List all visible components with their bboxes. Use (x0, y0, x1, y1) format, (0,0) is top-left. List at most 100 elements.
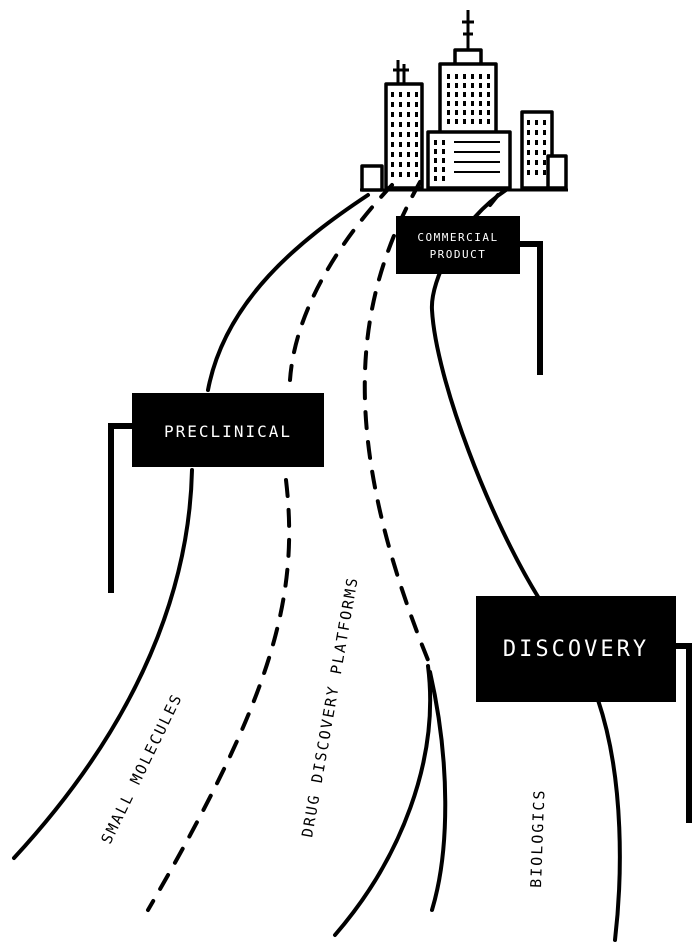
building-window (455, 92, 458, 97)
lane-divider-small-molecules-lower (146, 478, 292, 912)
building-window (447, 101, 450, 106)
building-window (442, 167, 445, 172)
building-window (471, 119, 474, 124)
building-window (407, 152, 410, 157)
building-window (407, 162, 410, 167)
building-window (415, 112, 418, 117)
building-window (391, 152, 394, 157)
building-window (471, 92, 474, 97)
building-window (527, 170, 530, 175)
commercial-sign-line1: COMMERCIAL (417, 231, 498, 244)
building-window (527, 130, 530, 135)
building-window (463, 101, 466, 106)
building-window (527, 150, 530, 155)
building-window (487, 119, 490, 124)
building-window (479, 74, 482, 79)
building-window (543, 160, 546, 165)
building-window (442, 158, 445, 163)
building-window (455, 110, 458, 115)
preclinical-sign: PRECLINICAL (108, 393, 324, 593)
building-window (399, 152, 402, 157)
building-window (434, 176, 437, 181)
building-window (463, 119, 466, 124)
road-label-drug-discovery-platforms: DRUG DISCOVERY PLATFORMS (298, 575, 362, 839)
building-window (407, 122, 410, 127)
building-window (535, 160, 538, 165)
lane-divider-platforms (362, 180, 432, 667)
road-label-biologics: BIOLOGICS (527, 788, 548, 888)
building-window (407, 132, 410, 137)
building-window (463, 92, 466, 97)
building-window (535, 150, 538, 155)
building-window (535, 120, 538, 125)
building-window (415, 172, 418, 177)
building-window (455, 119, 458, 124)
road-biologics-left-edge (333, 664, 433, 937)
building-window (543, 120, 546, 125)
building-window (391, 162, 394, 167)
building-window (447, 74, 450, 79)
building-window (399, 162, 402, 167)
commercial-product-sign: COMMERCIAL PRODUCT (396, 216, 543, 375)
building-window (479, 92, 482, 97)
building-window (442, 149, 445, 154)
building-window (455, 83, 458, 88)
roads (12, 180, 622, 942)
building-window (391, 122, 394, 127)
building-window (447, 119, 450, 124)
commercial-sign-line2: PRODUCT (430, 248, 487, 261)
building-window (407, 112, 410, 117)
building-window (535, 140, 538, 145)
building-window (527, 160, 530, 165)
building-window (543, 130, 546, 135)
building-window (479, 83, 482, 88)
building-window (447, 110, 450, 115)
building-window (527, 120, 530, 125)
building-window (434, 158, 437, 163)
building-window (434, 140, 437, 145)
building-window (447, 92, 450, 97)
building-window (415, 142, 418, 147)
building-window (471, 83, 474, 88)
building-window (407, 142, 410, 147)
discovery-sign-label: DISCOVERY (503, 637, 649, 662)
building-window (399, 102, 402, 107)
building-window (487, 92, 490, 97)
road-edge-left (12, 193, 370, 860)
building-window (471, 101, 474, 106)
building-window (471, 74, 474, 79)
building-window (543, 140, 546, 145)
building-window (407, 92, 410, 97)
left-tower (384, 60, 424, 190)
road-edge-right-lower (596, 698, 622, 942)
building-window (391, 112, 394, 117)
building-window (487, 74, 490, 79)
building-window (399, 92, 402, 97)
building-window (399, 142, 402, 147)
building-window (463, 83, 466, 88)
lane-divider-small-molecules (288, 183, 394, 382)
building-window (487, 101, 490, 106)
building-window (391, 172, 394, 177)
building-window (479, 110, 482, 115)
building-window (442, 140, 445, 145)
building-window (487, 83, 490, 88)
building-window (399, 112, 402, 117)
building-window (479, 119, 482, 124)
building-window (399, 132, 402, 137)
city-skyline (360, 10, 568, 192)
building-window (415, 92, 418, 97)
building-window (415, 162, 418, 167)
building-window (447, 83, 450, 88)
building-window (391, 142, 394, 147)
building-window (463, 110, 466, 115)
building-window (415, 132, 418, 137)
building-window (455, 74, 458, 79)
building-window (543, 170, 546, 175)
building-window (535, 130, 538, 135)
preclinical-sign-label: PRECLINICAL (164, 422, 292, 441)
building-window (415, 102, 418, 107)
road-dash-top-right (488, 193, 500, 207)
building-window (487, 110, 490, 115)
